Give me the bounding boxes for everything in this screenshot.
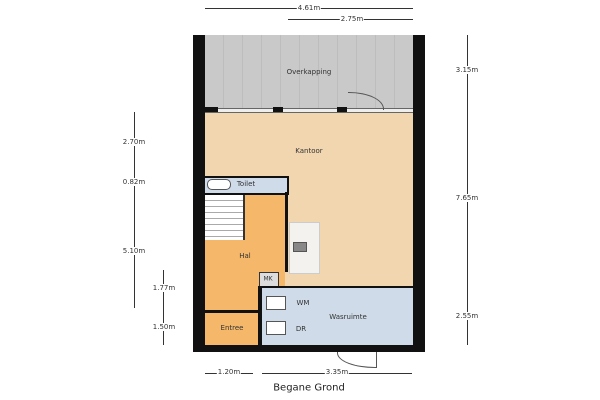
dryer [266,321,286,335]
room-label-kantoor: Kantoor [295,147,323,155]
stairs [205,195,245,240]
dim-bottom-wasruimte: 3.35m [324,368,350,376]
label-wm: WM [296,299,310,307]
dim-left-toilet: 0.82m [121,178,147,186]
overkapping-area [205,35,413,110]
dim-bottom-entree: 1.20m [216,368,242,376]
dim-left-hal: 5.10m [121,247,147,255]
floor-title: Begane Grond [273,382,345,394]
dim-left-mk: 1.77m [151,284,177,292]
room-label-entree: Entree [220,324,244,332]
wall-wasruimte-left [258,286,262,346]
hal-wall-right [285,192,288,272]
room-label-hal: Hal [239,252,251,260]
dim-top-partial: 2.75m [339,15,365,23]
dim-left-entree: 1.50m [151,323,177,331]
dim-top-total: 4.61m [296,4,322,12]
wall-left [193,35,205,352]
room-label-toilet: Toilet [236,180,256,188]
washing-machine [266,296,286,310]
room-label-mk: MK [263,275,273,283]
entree-area [205,313,258,345]
sink-icon [293,242,307,252]
dim-line [163,270,164,345]
room-label-overkapping: Overkapping [286,68,332,76]
wall-wasruimte-top [258,286,413,288]
dim-right-kantoor: 7.65m [454,194,480,202]
dim-left-kantoor: 2.70m [121,138,147,146]
post [205,107,218,112]
post [337,107,347,112]
dim-right-wasruimte: 2.55m [454,312,480,320]
wasruimte-area [262,288,413,345]
toilet-fixture [207,179,231,190]
door-front[interactable] [337,352,377,368]
post [273,107,283,112]
facade-rear [205,108,413,113]
dim-right-overkapping: 3.15m [454,66,480,74]
room-label-wasruimte: Wasruimte [329,313,367,321]
dim-line [134,112,135,308]
wall-bottom [193,345,425,352]
wall-entree-top [205,310,258,313]
label-dr: DR [295,325,307,333]
dim-line [467,35,468,345]
wall-right [413,35,425,352]
